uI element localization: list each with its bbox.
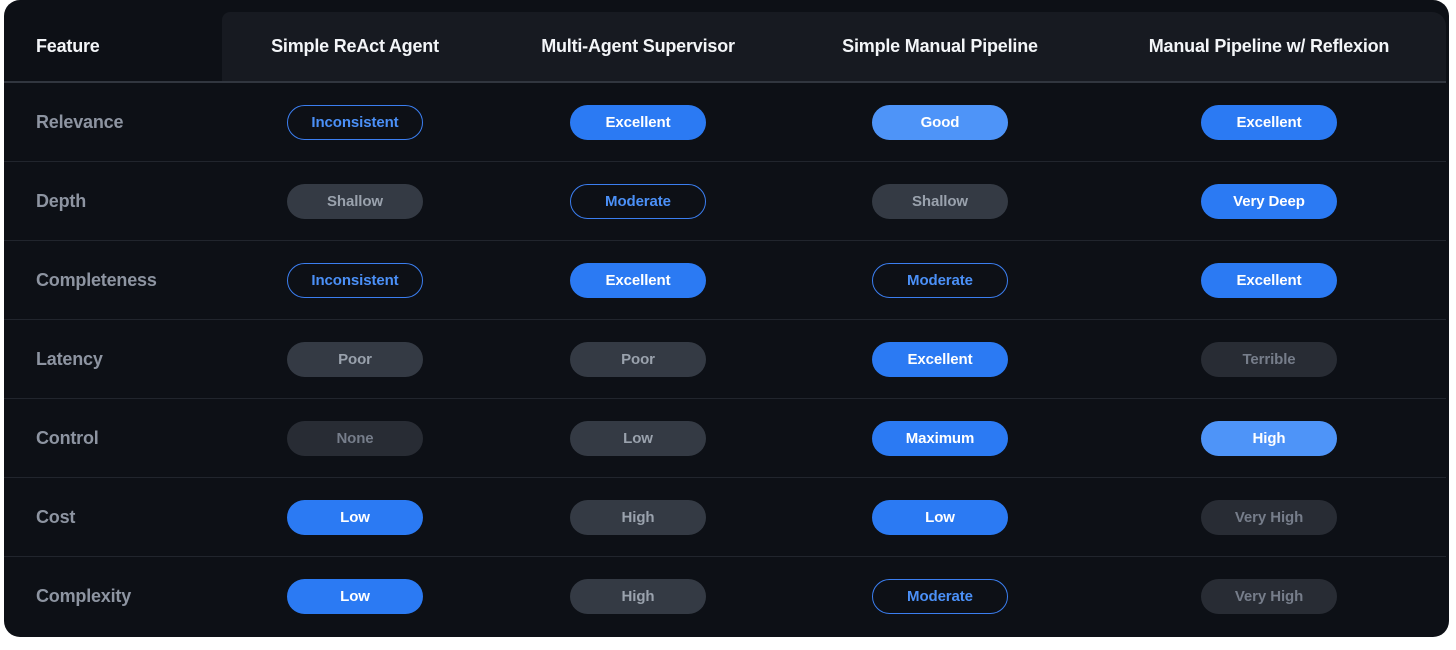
table-cell: Moderate xyxy=(788,241,1092,320)
rating-pill: Low xyxy=(570,420,706,456)
table-cell: Low xyxy=(488,399,788,478)
table-cell: Low xyxy=(222,557,488,636)
column-header-simple-react-agent: Simple ReAct Agent xyxy=(222,12,488,83)
table-cell: Low xyxy=(222,478,488,557)
rating-pill: High xyxy=(570,579,706,614)
rating-pill: Moderate xyxy=(872,262,1008,298)
table-cell: Terrible xyxy=(1092,320,1446,399)
rating-pill: Excellent xyxy=(1201,104,1337,140)
rating-pill: Very Deep xyxy=(1201,183,1337,219)
table-cell: Poor xyxy=(222,320,488,399)
rating-pill: Moderate xyxy=(872,579,1008,614)
rating-pill: None xyxy=(287,420,423,456)
column-header-manual-pipeline-reflexion: Manual Pipeline w/ Reflexion xyxy=(1092,12,1446,83)
rating-pill: Moderate xyxy=(570,183,706,219)
rating-pill: High xyxy=(1201,420,1337,456)
rating-pill: Low xyxy=(287,579,423,614)
table-cell: Very Deep xyxy=(1092,162,1446,241)
feature-column-header: Feature xyxy=(4,12,222,83)
table-cell: Excellent xyxy=(1092,241,1446,320)
column-header-simple-manual-pipeline: Simple Manual Pipeline xyxy=(788,12,1092,83)
rating-pill: Poor xyxy=(570,341,706,377)
rating-pill: Shallow xyxy=(287,183,423,219)
table-cell: Very High xyxy=(1092,557,1446,636)
table-cell: Moderate xyxy=(488,162,788,241)
feature-label-cost: Cost xyxy=(4,478,222,557)
rating-pill: Good xyxy=(872,104,1008,140)
table-cell: Very High xyxy=(1092,478,1446,557)
table-cell: High xyxy=(488,478,788,557)
feature-comparison-grid: Feature Simple ReAct Agent Multi-Agent S… xyxy=(4,12,1449,636)
feature-label-completeness: Completeness xyxy=(4,241,222,320)
rating-pill: Excellent xyxy=(1201,262,1337,298)
rating-pill: Excellent xyxy=(570,262,706,298)
table-cell: High xyxy=(488,557,788,636)
table-cell: Low xyxy=(788,478,1092,557)
rating-pill: Maximum xyxy=(872,420,1008,456)
table-cell: Excellent xyxy=(488,241,788,320)
table-cell: Shallow xyxy=(788,162,1092,241)
feature-label-relevance: Relevance xyxy=(4,83,222,162)
table-cell: High xyxy=(1092,399,1446,478)
column-header-multi-agent-supervisor: Multi-Agent Supervisor xyxy=(488,12,788,83)
table-cell: Excellent xyxy=(788,320,1092,399)
feature-label-depth: Depth xyxy=(4,162,222,241)
table-cell: None xyxy=(222,399,488,478)
rating-pill: Inconsistent xyxy=(287,262,423,298)
table-cell: Poor xyxy=(488,320,788,399)
rating-pill: Excellent xyxy=(570,104,706,140)
table-cell: Maximum xyxy=(788,399,1092,478)
feature-label-complexity: Complexity xyxy=(36,586,132,606)
rating-pill: Low xyxy=(287,499,423,535)
table-cell: Inconsistent xyxy=(222,241,488,320)
table-cell: Inconsistent xyxy=(222,83,488,162)
table-cell: Excellent xyxy=(488,83,788,162)
rating-pill: Low xyxy=(872,499,1008,535)
table-cell: Good xyxy=(788,83,1092,162)
rating-pill: High xyxy=(570,499,706,535)
feature-label-control: Control xyxy=(4,399,222,478)
rating-pill: Very High xyxy=(1201,579,1337,614)
table-cell: Shallow xyxy=(222,162,488,241)
table-cell: Excellent xyxy=(1092,83,1446,162)
rating-pill: Poor xyxy=(287,341,423,377)
rating-pill: Terrible xyxy=(1201,341,1337,377)
rating-pill: Shallow xyxy=(872,183,1008,219)
rating-pill: Very High xyxy=(1201,499,1337,535)
rating-pill: Excellent xyxy=(872,341,1008,377)
feature-label-latency: Latency xyxy=(4,320,222,399)
rating-pill: Inconsistent xyxy=(287,104,423,140)
table-cell: Moderate xyxy=(788,557,1092,636)
comparison-table: Feature Simple ReAct Agent Multi-Agent S… xyxy=(4,0,1449,637)
